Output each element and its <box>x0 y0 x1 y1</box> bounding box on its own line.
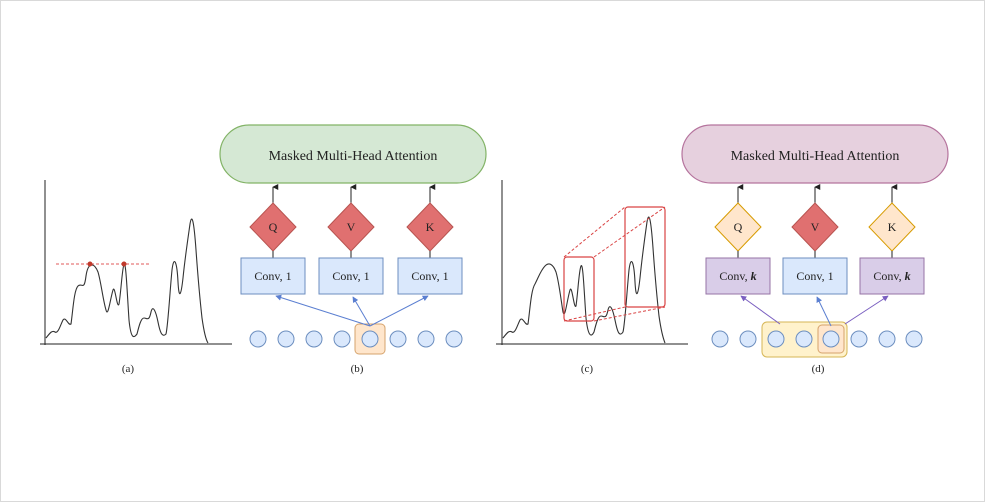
panel-c-window-link <box>563 206 626 258</box>
panel-b-v-label: V <box>347 220 356 234</box>
panel-b-conv-v-label: Conv, 1 <box>332 269 369 283</box>
panel-b-conv-q-box <box>240 257 306 295</box>
panel-b-token <box>445 330 463 348</box>
panel-c-window-large <box>624 206 666 308</box>
panel-d-conv-k-text: Conv, k <box>873 269 910 283</box>
panel-d-conv-v-label: Conv, 1 <box>796 269 833 283</box>
panel-b-arrow-to-conv-q <box>275 294 371 327</box>
panel-d-q-label: Q <box>734 220 743 234</box>
panel-d-token <box>850 330 868 348</box>
panel-d-conv-q-label: Conv, <box>719 269 750 283</box>
panel-d-arrow-to-conv-v <box>816 296 832 327</box>
panel-b-token <box>333 330 351 348</box>
panel-d-k-label: K <box>888 220 897 234</box>
panel-d-token <box>767 330 785 348</box>
panel-b-caption: (b) <box>351 363 364 375</box>
panel-d-attention-block <box>681 124 949 184</box>
panel-c-window-link <box>593 206 666 258</box>
panel-a-peak-point <box>121 261 127 267</box>
panel-d-conv-k-kernel: k <box>905 269 911 283</box>
panel-c-window-link <box>563 306 626 322</box>
panel-d: Masked Multi-Head Attention Q V K Conv, … <box>681 124 949 375</box>
panel-a-series-curve <box>45 218 209 344</box>
panel-b-token <box>305 330 323 348</box>
panel-b-arrow-to-conv-k <box>369 295 429 327</box>
panel-b-token <box>249 330 267 348</box>
panel-d-conv-q-kernel: k <box>751 269 757 283</box>
panel-d-v-label: V <box>811 220 820 234</box>
panel-b-conv-k-label: Conv, 1 <box>411 269 448 283</box>
panel-d-conv-k-box <box>859 257 925 295</box>
panel-d-attention-label: Masked Multi-Head Attention <box>731 149 900 164</box>
panel-d-token-row <box>711 330 923 348</box>
panel-d-token <box>905 330 923 348</box>
panel-b-conv-q-label: Conv, 1 <box>254 269 291 283</box>
panel-b-k-label: K <box>426 220 435 234</box>
panel-b-attention-label: Masked Multi-Head Attention <box>269 149 438 164</box>
panel-c-window-small <box>563 256 595 322</box>
panel-d-conv-k-label: Conv, <box>873 269 904 283</box>
panel-b-q-label: Q <box>269 220 278 234</box>
panel-d-token <box>795 330 813 348</box>
panel-b-arrow-to-conv-v <box>352 296 371 327</box>
panel-d-token <box>711 330 729 348</box>
panel-d-conv-q-text: Conv, k <box>719 269 756 283</box>
panel-d-caption: (d) <box>812 363 825 375</box>
panel-b-token <box>417 330 435 348</box>
panel-b-token <box>361 330 379 348</box>
panel-d-token <box>822 330 840 348</box>
panel-c: (c) <box>496 180 688 375</box>
panel-c-window-link <box>593 306 666 322</box>
panel-b-token-row <box>249 330 463 348</box>
panel-b-conv-v-box <box>318 257 384 295</box>
panel-c-caption: (c) <box>581 363 594 375</box>
panel-d-arrow-to-conv-k <box>844 295 889 325</box>
panel-a-caption: (a) <box>122 363 135 375</box>
panel-d-token <box>739 330 757 348</box>
panel-a: (a) <box>40 180 232 375</box>
panel-d-conv-v-box <box>782 257 848 295</box>
panel-b-conv-k-box <box>397 257 463 295</box>
panel-b-token <box>277 330 295 348</box>
panel-c-series-curve <box>502 216 666 344</box>
panel-b: Masked Multi-Head Attention Q V K Conv, … <box>219 124 487 375</box>
panel-d-conv-q-box <box>705 257 771 295</box>
panel-a-peak-point <box>87 261 93 267</box>
panel-b-token <box>389 330 407 348</box>
panel-d-token <box>878 330 896 348</box>
panel-b-attention-block <box>219 124 487 184</box>
panel-d-arrow-to-conv-q <box>740 295 781 325</box>
